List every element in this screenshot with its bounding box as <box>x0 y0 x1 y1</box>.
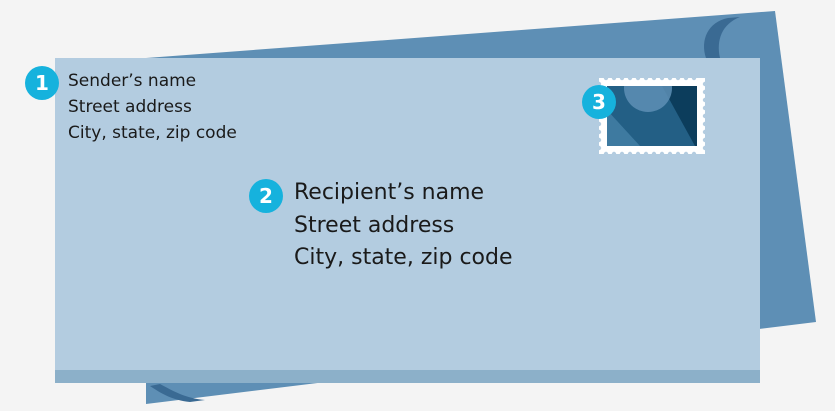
recipient-number-badge: 2 <box>249 179 283 213</box>
sender-name: Sender’s name <box>68 71 197 91</box>
sender-number-badge: 1 <box>25 66 59 100</box>
recipient-city-state-zip: City, state, zip code <box>294 245 513 270</box>
postage-stamp-icon <box>596 75 708 157</box>
back-envelope-curl <box>704 17 740 58</box>
front-envelope-bottom-edge <box>55 370 760 383</box>
sender-address: Sender’s name Street address City, state… <box>68 68 237 146</box>
stamp-number-badge: 3 <box>582 85 616 119</box>
recipient-street: Street address <box>294 212 455 238</box>
recipient-name: Recipient’s name <box>294 180 485 205</box>
back-envelope-bottom-curl <box>150 384 205 402</box>
recipient-address: Recipient’s name Street address City, st… <box>294 177 513 275</box>
sender-street: Street address <box>68 97 192 117</box>
sender-city-state-zip: City, state, zip code <box>68 123 237 143</box>
